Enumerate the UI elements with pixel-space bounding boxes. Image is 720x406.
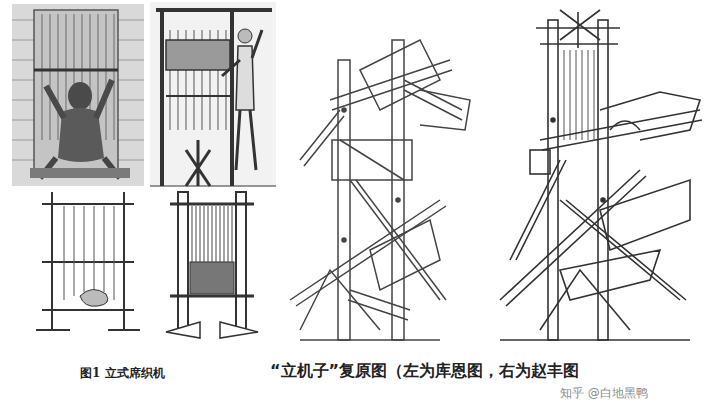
seated-weaver-engraving — [12, 4, 144, 186]
upright-frame-drawing — [36, 192, 140, 330]
watermark: 知乎 @白地黑鸭 — [560, 386, 648, 400]
warp-frame-drawing — [166, 192, 258, 338]
kuhn-loom-reconstruction — [290, 40, 470, 340]
standing-weaver-engraving — [150, 2, 276, 186]
zhao-loom-reconstruction — [500, 10, 702, 340]
figure-caption: “立机子”复原图（左为库恩图，右为赵丰图 — [270, 361, 579, 380]
figure-caption: 图1 立式席织机 — [80, 366, 165, 380]
